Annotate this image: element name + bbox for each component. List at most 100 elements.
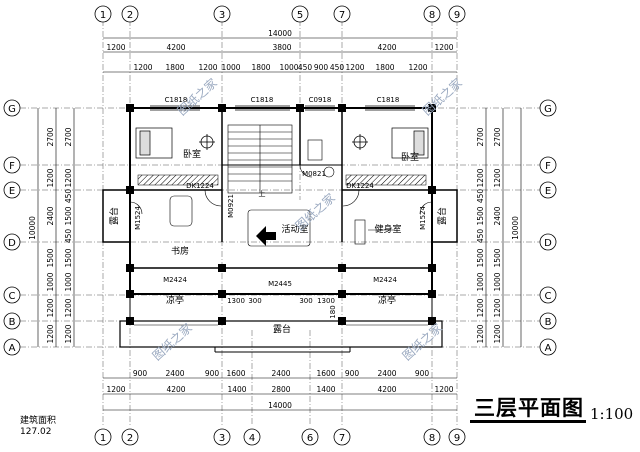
dim-bot1-1: 2400 xyxy=(165,369,184,378)
axis-labels: 1 2 3 5 7 8 9 1 2 3 4 6 7 8 9 G F E D C … xyxy=(8,10,552,444)
dim-top3-0: 1200 xyxy=(133,63,152,72)
room-gym: 健身室 xyxy=(374,223,401,235)
dim-right1-5: 1500 xyxy=(476,248,485,267)
room-pavilion-left: 凉亭 xyxy=(166,294,184,306)
dim-top3-10: 1800 xyxy=(375,63,394,72)
watermarks: 图纸之家 图纸之家 图纸之家 图纸之家 图纸之家 xyxy=(149,75,465,363)
dim-bot1-2: 900 xyxy=(205,369,220,378)
label-up: 上 xyxy=(259,189,266,198)
dimension-lines xyxy=(37,37,522,411)
dim-left1-0: 2700 xyxy=(64,127,73,146)
label-c0918: C0918 xyxy=(309,96,332,104)
label-c1818-a: C1818 xyxy=(165,96,188,104)
axis-bottom-2: 2 xyxy=(127,433,133,444)
axis-top-3: 3 xyxy=(219,10,225,21)
dim-top3-9: 1200 xyxy=(345,63,364,72)
dim-top3-7: 900 xyxy=(314,63,329,72)
room-bedroom-left: 卧室 xyxy=(183,148,201,160)
dim-bot1-8: 900 xyxy=(415,369,430,378)
axis-bottom-8: 8 xyxy=(429,433,435,444)
dim-top3-3: 1000 xyxy=(221,63,240,72)
axis-right-C: C xyxy=(545,291,552,302)
dim-top3-6: 450 xyxy=(298,63,313,72)
label-m1524-right: M1524 xyxy=(419,206,427,230)
dim-top3-1: 1800 xyxy=(165,63,184,72)
axis-bubbles-top xyxy=(94,5,466,23)
dim-left2-2: 2400 xyxy=(46,206,55,225)
watermark-5: 图纸之家 xyxy=(399,320,445,363)
dim-right2-3: 1500 xyxy=(493,248,502,267)
drawing-title: 三层平面图 xyxy=(474,396,584,420)
dim-bot1-3: 1600 xyxy=(226,369,245,378)
dim-bot2-2: 1400 xyxy=(227,385,246,394)
dimension-text-right: 2700 1200 450 1500 450 1500 1000 1200 12… xyxy=(476,127,520,343)
axis-top-8: 8 xyxy=(429,10,435,21)
axis-right-E: E xyxy=(545,186,551,197)
watermark-3: 图纸之家 xyxy=(292,190,338,233)
axis-right-D: D xyxy=(544,238,552,249)
label-m0921: M0921 xyxy=(227,194,235,218)
dim-right2-1: 1200 xyxy=(493,168,502,187)
dimension-text-left: 2700 1200 450 1500 450 1500 1000 1200 12… xyxy=(28,127,73,343)
drawing-scale: 1:100 xyxy=(590,405,634,423)
dim-left1-8: 1200 xyxy=(64,324,73,343)
dim-right2-2: 2400 xyxy=(493,206,502,225)
room-activity: 活动室 xyxy=(281,223,308,235)
dim-right1-7: 1200 xyxy=(476,298,485,317)
axis-bubbles-bottom xyxy=(94,428,466,446)
dim-top2-2: 3800 xyxy=(272,43,291,52)
dim-left2-3: 1500 xyxy=(46,248,55,267)
dim-top3-8: 450 xyxy=(330,63,345,72)
axis-left-B: B xyxy=(9,317,16,328)
area-note: 建筑面积 127.02 xyxy=(20,416,56,438)
axis-bottom-7: 7 xyxy=(339,433,345,444)
dim-left1-6: 1000 xyxy=(64,272,73,291)
room-labels: 卧室 卧室 书房 活动室 健身室 凉亭 凉亭 露台 露台 露台 xyxy=(108,148,448,335)
dim-left2-1: 1200 xyxy=(46,168,55,187)
axis-bottom-3: 3 xyxy=(219,433,225,444)
dim-right-total: 10000 xyxy=(511,216,520,240)
label-c1818-b: C1818 xyxy=(251,96,274,104)
room-balcony-right: 露台 xyxy=(436,207,448,225)
axis-bottom-4: 4 xyxy=(249,433,255,444)
axis-left-F: F xyxy=(9,161,15,172)
label-1300-right: 1300 xyxy=(317,297,335,305)
dim-right1-2: 450 xyxy=(476,189,485,204)
label-1300-left: 1300 xyxy=(227,297,245,305)
axis-left-C: C xyxy=(9,291,16,302)
dim-right2-6: 1200 xyxy=(493,324,502,343)
axis-top-2: 2 xyxy=(127,10,133,21)
label-m1524-left: M1524 xyxy=(134,206,142,230)
axis-right-G: G xyxy=(544,104,552,115)
dim-bot1-6: 900 xyxy=(345,369,360,378)
axis-left-E: E xyxy=(9,186,15,197)
dim-right2-0: 2700 xyxy=(493,127,502,146)
dim-left1-3: 1500 xyxy=(64,206,73,225)
dim-bot2-1: 4200 xyxy=(166,385,185,394)
axis-bottom-9: 9 xyxy=(454,433,460,444)
axis-right-A: A xyxy=(545,343,552,354)
ping-pong-arrow xyxy=(256,226,276,246)
dim-left2-6: 1200 xyxy=(46,324,55,343)
dim-left2-5: 1200 xyxy=(46,298,55,317)
dim-bottom-total: 14000 xyxy=(268,401,292,410)
dim-top3-2: 1200 xyxy=(198,63,217,72)
room-pavilion-right: 凉亭 xyxy=(378,294,396,306)
dim-right2-4: 1000 xyxy=(493,272,502,291)
room-study: 书房 xyxy=(171,245,189,257)
axis-left-D: D xyxy=(8,238,16,249)
area-label: 建筑面积 xyxy=(20,416,57,426)
dim-bot2-4: 1400 xyxy=(316,385,335,394)
axis-right-B: B xyxy=(545,317,552,328)
windows xyxy=(150,105,415,111)
dim-top2-0: 1200 xyxy=(106,43,125,52)
dim-bot1-7: 2400 xyxy=(377,369,396,378)
dim-right1-1: 1200 xyxy=(476,168,485,187)
axis-top-7: 7 xyxy=(339,10,345,21)
dim-top-total: 14000 xyxy=(268,29,292,38)
axis-top-9: 9 xyxy=(454,10,460,21)
dim-left-total: 10000 xyxy=(28,216,37,240)
axis-bottom-1: 1 xyxy=(100,433,106,444)
dim-left1-4: 450 xyxy=(64,229,73,244)
